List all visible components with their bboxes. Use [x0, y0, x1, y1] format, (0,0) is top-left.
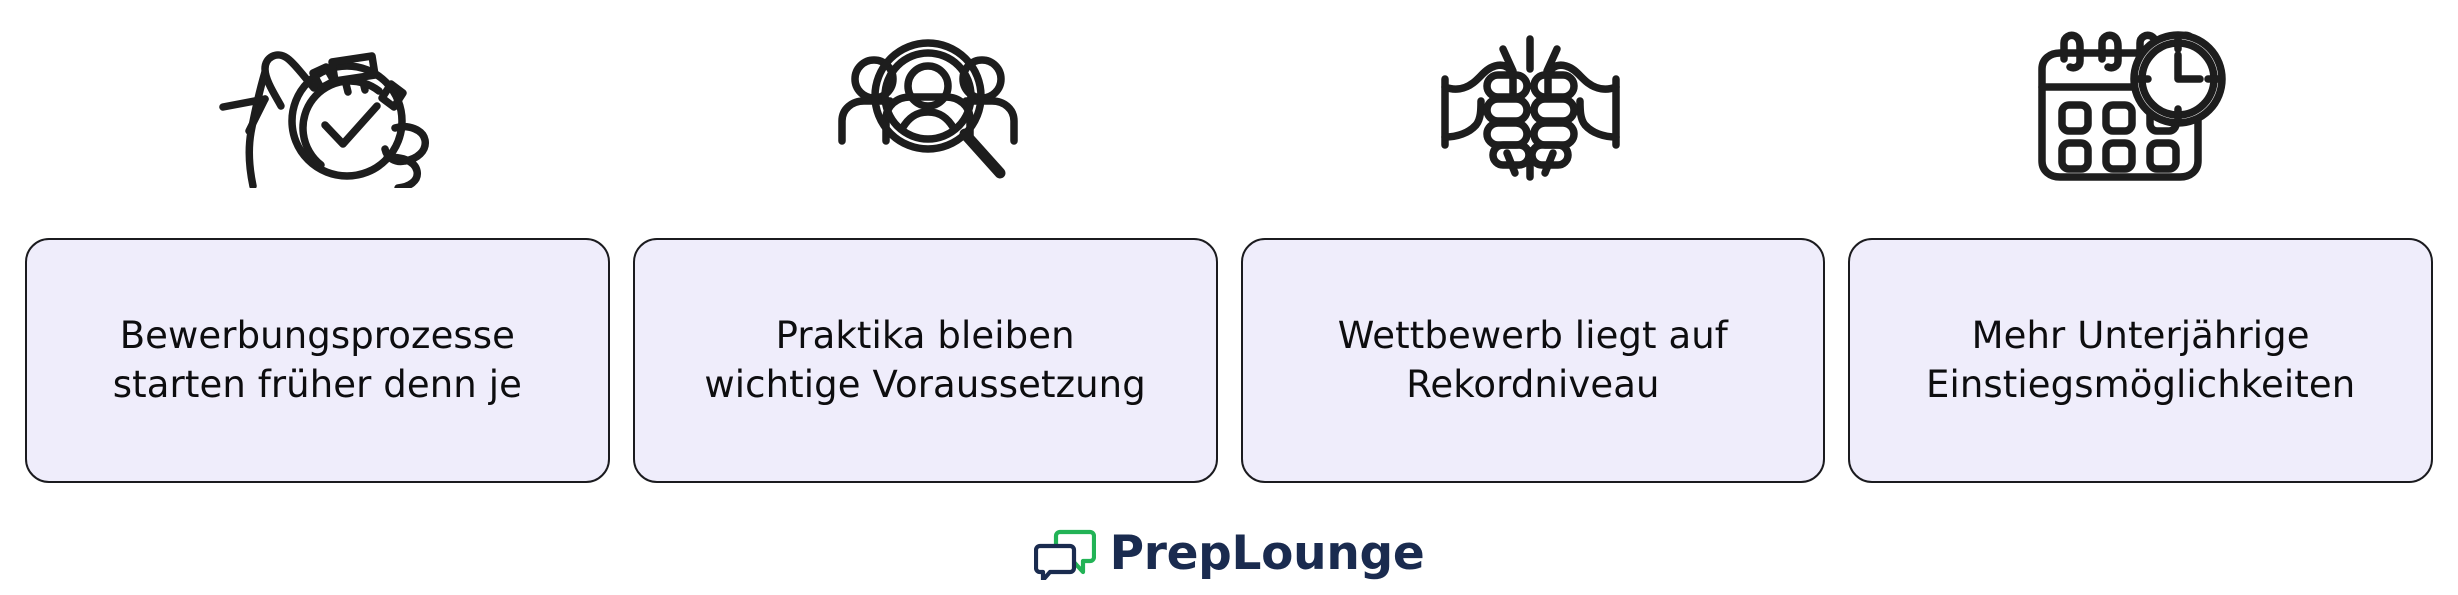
insight-card-2[interactable]: Praktika bleiben wichtige Voraussetzung [632, 238, 1218, 483]
icon-row [25, 0, 2433, 230]
insight-card-1-text: Bewerbungsprozesse starten früher denn j… [112, 313, 522, 406]
calendar-clock-icon [2038, 30, 2226, 181]
icon-cell-2 [627, 0, 1229, 230]
preplounge-logo[interactable]: PrepLounge [1033, 526, 1425, 581]
insight-card-1[interactable]: Bewerbungsprozesse starten früher denn j… [25, 238, 610, 483]
insight-card-4[interactable]: Mehr Unterjährige Einstiegsmöglichkeiten [1848, 238, 2433, 483]
insight-card-4-text: Mehr Unterjährige Einstiegsmöglichkeiten [1925, 313, 2356, 406]
insight-card-3[interactable]: Wettbewerb liegt auf Rekordniveau [1240, 238, 1826, 483]
card-row: Bewerbungsprozesse starten früher denn j… [25, 238, 2433, 483]
hand-stopwatch-icon [218, 51, 429, 188]
footer: PrepLounge [0, 512, 2458, 595]
insight-card-2-text: Praktika bleiben wichtige Voraussetzung [704, 313, 1146, 406]
people-magnifier-icon [838, 39, 1018, 179]
insight-card-3-text: Wettbewerb liegt auf Rekordniveau [1337, 313, 1728, 406]
preplounge-chat-bubbles-icon [1033, 529, 1096, 580]
fist-bump-icon [1440, 35, 1620, 181]
icon-cell-4 [1831, 0, 2433, 230]
icon-cell-3 [1229, 0, 1831, 230]
preplounge-wordmark: PrepLounge [1109, 526, 1425, 581]
icon-cell-1 [25, 0, 627, 230]
